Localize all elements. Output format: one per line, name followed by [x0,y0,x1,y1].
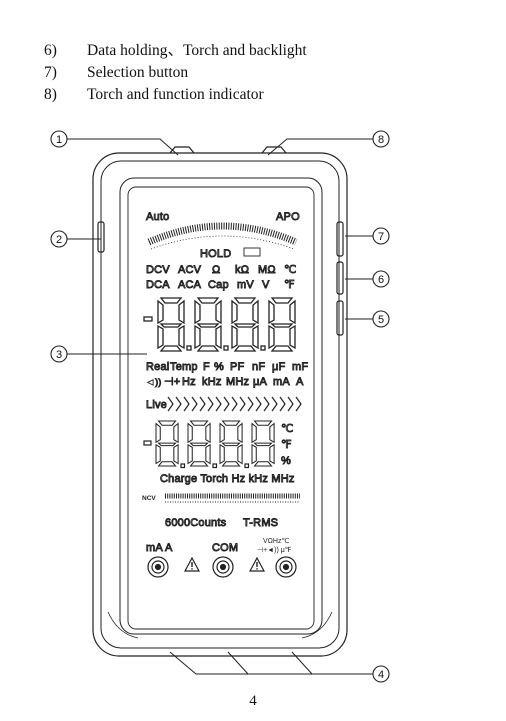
unit-percent: % [214,361,224,373]
mode-mv: mV [237,279,254,291]
terminal-right-label-top: VΩHz℃ [263,538,289,545]
unit-ma: mA [273,376,290,388]
page-number: 4 [0,693,506,710]
unit-temp: Temp [170,361,198,373]
jack-v-ohm [276,557,296,577]
mode-dca: DCA [146,279,170,291]
unit-mhz: MHz [226,376,249,388]
auto-indicator: Auto [146,211,169,223]
continuity-icon: ◄)) [146,377,162,387]
right-side-button [337,301,343,335]
callout-5: 5 [378,314,384,326]
secondary-unit-fahrenheit: ℉ [281,439,292,451]
analog-bargraph [149,226,296,249]
mode-acv: ACV [178,264,202,276]
jack-ma-a [148,557,168,577]
terminal-right-label-bottom: ⊣+◄)) μ℉ [257,546,292,554]
live-indicator: Live [146,399,167,411]
callout-7: 7 [378,231,384,243]
callout-4: 4 [378,669,384,681]
bottom-unit-row: Charge Torch Hz kHz MHz [160,473,295,485]
apo-indicator: APO [276,211,300,223]
unit-mf: mF [292,361,308,373]
secondary-digits [144,421,274,468]
mode-dcv: DCV [146,264,170,276]
hold-torch-button [337,262,343,294]
top-button-outline [170,147,194,153]
callout-3: 3 [56,349,62,361]
terminal-com-label: COM [212,542,238,554]
unit-pf: PF [230,361,245,373]
unit-f: F [203,361,210,373]
mode-kohm: kΩ [235,264,249,276]
unit-a: A [296,376,304,388]
jack-com [213,557,233,577]
mode-aca: ACA [178,279,202,291]
callout-1: 1 [56,134,62,146]
main-digits [144,298,295,351]
unit-nf: nF [252,361,265,373]
mode-cap: Cap [208,279,229,291]
unit-real: Real [146,361,169,373]
callout-6: 6 [378,274,384,286]
secondary-unit-percent: % [281,455,291,467]
live-chevrons [168,397,301,411]
unit-uf: μF [272,361,286,373]
unit-hz: Hz [182,376,196,388]
mode-celsius: ℃ [284,264,297,276]
mode-v: V [262,279,270,291]
secondary-unit-celsius: ℃ [281,423,294,435]
mode-mohm: MΩ [258,264,276,276]
diode-icon: ⊣+ [164,376,180,388]
hold-indicator: HOLD [200,248,231,260]
unit-khz: kHz [202,376,222,388]
mode-fahrenheit: ℉ [284,279,295,291]
unit-ua: μA [253,376,268,388]
callout-2: 2 [56,234,62,246]
callout-8: 8 [378,134,384,146]
terminal-ma-a-label: mA A [146,542,173,554]
mode-ohm: Ω [212,264,220,276]
counts-label: 6000Counts [165,517,227,529]
selection-button [337,222,343,256]
trms-label: T-RMS [243,517,278,529]
ncv-label: NCV [142,495,156,502]
battery-icon [244,248,260,256]
